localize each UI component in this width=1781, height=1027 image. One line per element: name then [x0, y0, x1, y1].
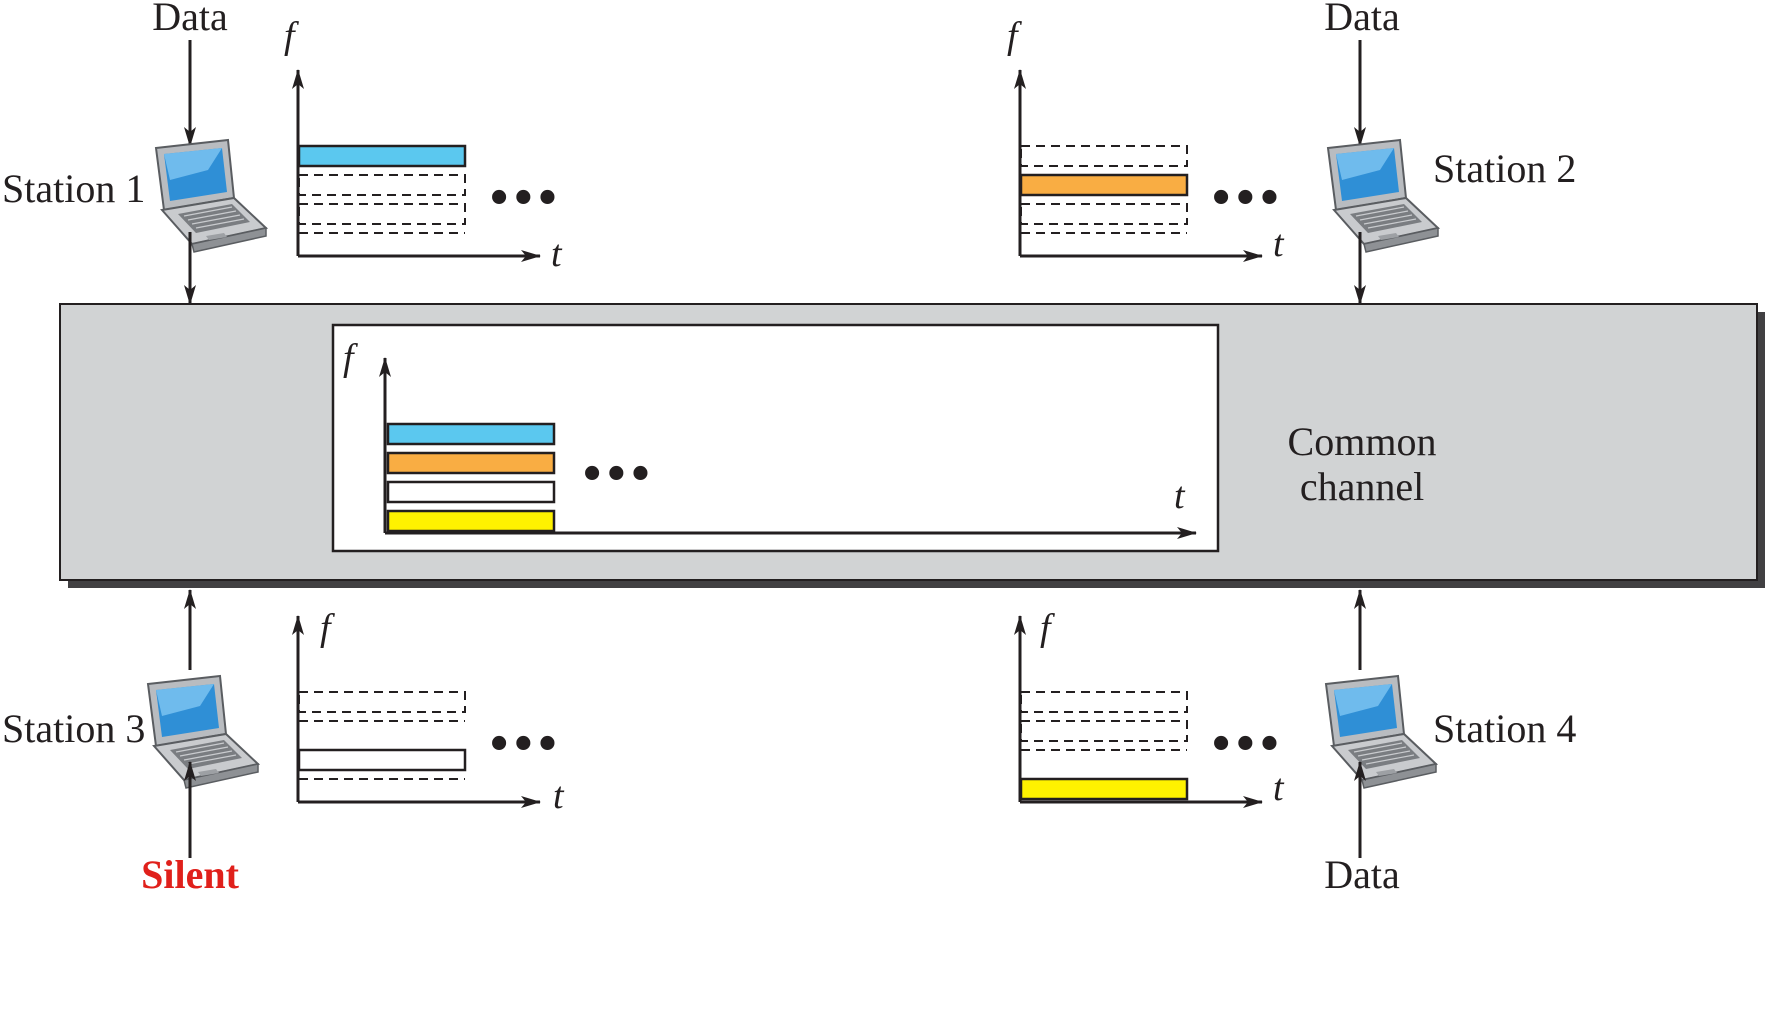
- station-3-label: Station 3: [2, 706, 145, 751]
- station-1-t-axis-label: t: [551, 233, 563, 275]
- station-1-chart: f t •••: [284, 15, 563, 275]
- station-3-ellipsis: •••: [490, 715, 563, 772]
- channel-t-axis-label: t: [1174, 475, 1186, 517]
- channel-band-station2: [386, 451, 556, 475]
- station-1-ellipsis: •••: [490, 169, 563, 226]
- laptop-icon: [1327, 139, 1439, 253]
- station-2-t-axis-label: t: [1273, 223, 1285, 265]
- station-3-chart: f t •••: [292, 607, 565, 817]
- station-4-t-axis-label: t: [1273, 767, 1285, 809]
- channel-label-line1: Common: [1288, 419, 1437, 464]
- common-channel: Common channel f t •••: [59, 303, 1765, 588]
- station-4-group: Data Station 4 f t •••: [1014, 589, 1576, 897]
- station-3-f-axis-label: f: [320, 607, 335, 649]
- laptop-icon: [155, 139, 267, 253]
- station-4-band: [1019, 777, 1189, 801]
- station-2-label: Station 2: [1433, 146, 1576, 191]
- station-2-ellipsis: •••: [1212, 169, 1285, 226]
- station-3-input-label: Silent: [141, 852, 239, 897]
- station-2-f-axis-label: f: [1007, 15, 1022, 57]
- station-4-ellipsis: •••: [1212, 715, 1285, 772]
- laptop-icon: [147, 675, 259, 789]
- station-1-group: Data Station 1 f t •••: [2, 0, 563, 305]
- station-2-group: Data Station 2 f t •••: [1007, 0, 1576, 305]
- station-2-input-label: Data: [1324, 0, 1400, 39]
- station-3-band: [297, 748, 467, 772]
- channel-band-station3: [386, 480, 556, 504]
- station-4-chart: f t •••: [1014, 607, 1285, 809]
- channel-ellipsis: •••: [583, 445, 656, 502]
- station-2-band: [1019, 173, 1189, 197]
- station-1-band: [297, 144, 467, 168]
- station-4-label: Station 4: [1433, 706, 1576, 751]
- channel-band-station1: [386, 422, 556, 446]
- station-2-chart: f t •••: [1007, 15, 1285, 265]
- laptop-icon: [1325, 675, 1437, 789]
- channel-label-line2: channel: [1300, 464, 1424, 509]
- station-1-label: Station 1: [2, 166, 145, 211]
- station-4-input-label: Data: [1324, 852, 1400, 897]
- station-4-f-axis-label: f: [1040, 607, 1055, 649]
- station-1-f-axis-label: f: [284, 15, 299, 57]
- station-3-group: Silent Station 3 f t •••: [2, 589, 565, 897]
- station-1-input-label: Data: [152, 0, 228, 39]
- station-3-t-axis-label: t: [553, 775, 565, 817]
- channel-chart: f t •••: [343, 337, 1197, 539]
- channel-band-station4: [386, 509, 556, 533]
